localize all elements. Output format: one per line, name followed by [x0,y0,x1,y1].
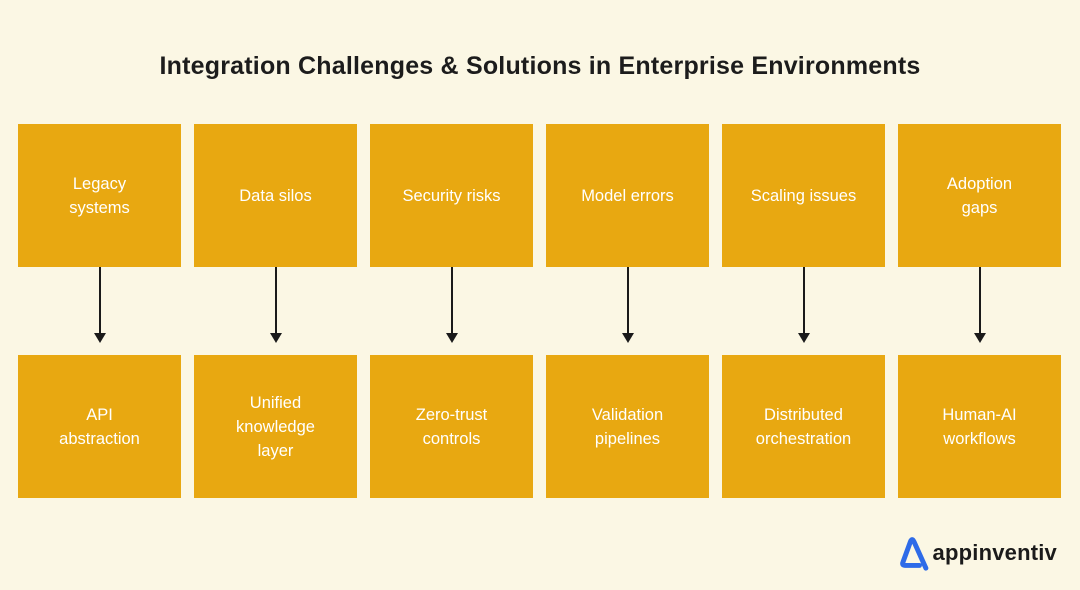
solutions-row: API abstraction Unified knowledge layer … [18,355,1061,498]
arrow-down-icon [722,267,885,355]
challenge-box-security-risks: Security risks [370,124,533,267]
page-title: Integration Challenges & Solutions in En… [159,52,921,80]
challenges-row: Legacy systems Data silos Security risks… [18,124,1061,267]
appinventiv-logo: appinventiv [898,534,1057,571]
arrow-down-icon [18,267,181,355]
solution-box-zero-trust-controls: Zero-trust controls [370,355,533,498]
arrow-down-icon [370,267,533,355]
challenge-box-data-silos: Data silos [194,124,357,267]
challenge-box-adoption-gaps: Adoption gaps [898,124,1061,267]
solution-box-api-abstraction: API abstraction [18,355,181,498]
arrows-row [18,267,1061,355]
arrow-down-icon [898,267,1061,355]
solution-box-human-ai-workflows: Human-AI workflows [898,355,1061,498]
solution-box-validation-pipelines: Validation pipelines [546,355,709,498]
solution-box-unified-knowledge-layer: Unified knowledge layer [194,355,357,498]
appinventiv-logo-text: appinventiv [932,539,1057,565]
arrow-down-icon [546,267,709,355]
challenge-box-scaling-issues: Scaling issues [722,124,885,267]
challenge-box-legacy-systems: Legacy systems [18,124,181,267]
solution-box-distributed-orchestration: Distributed orchestration [722,355,885,498]
challenge-box-model-errors: Model errors [546,124,709,267]
arrow-down-icon [194,267,357,355]
appinventiv-a-icon [899,537,928,571]
